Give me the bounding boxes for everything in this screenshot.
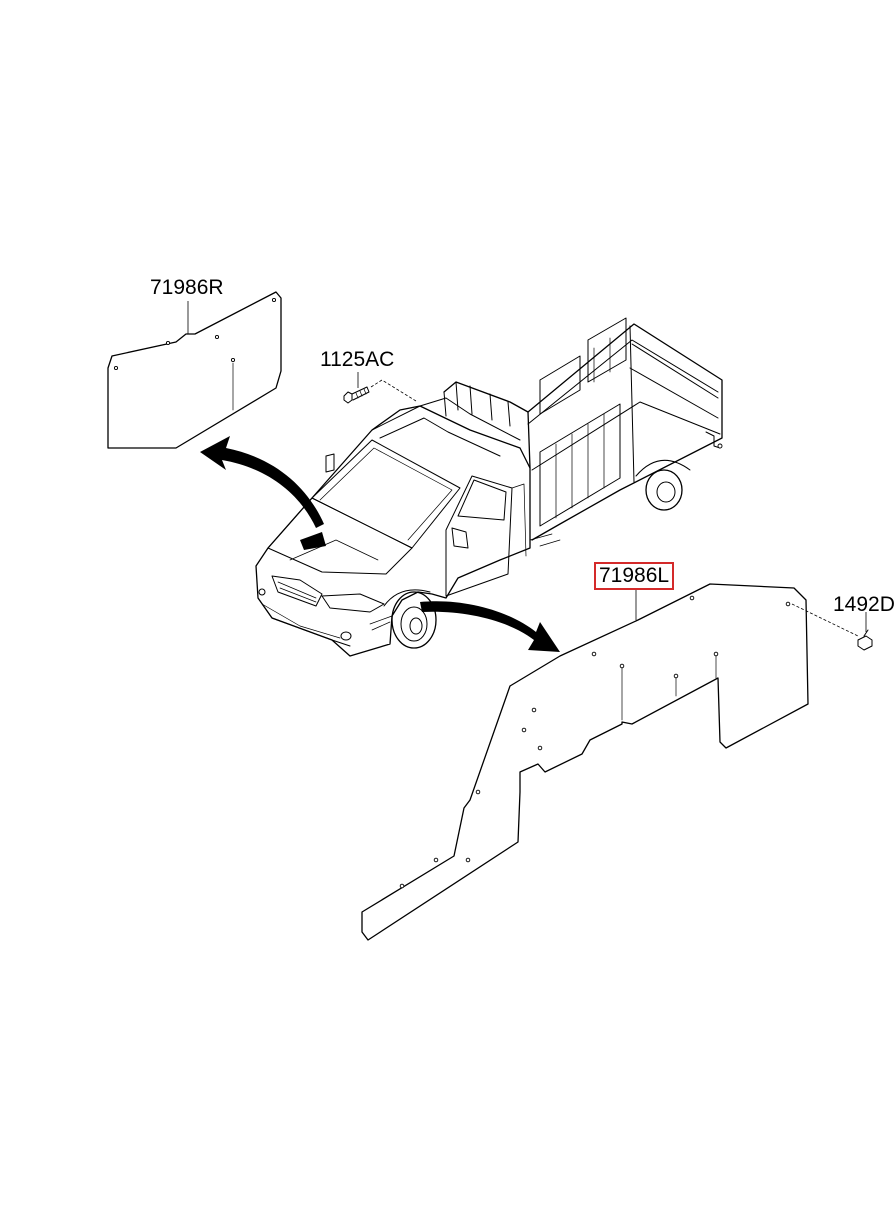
- arrow-to-71986l: [420, 601, 560, 652]
- part-label-71986r[interactable]: 71986R: [150, 276, 224, 299]
- bolt-1125ac[interactable]: [343, 372, 417, 404]
- cover-panel-71986l[interactable]: [361, 583, 809, 941]
- cover-panel-71986r[interactable]: [107, 291, 282, 449]
- clip-1492d[interactable]: [791, 603, 873, 651]
- part-label-1492d[interactable]: 1492D: [833, 593, 895, 616]
- truck-illustration: [255, 317, 723, 657]
- arrow-to-71986r: [200, 436, 326, 550]
- part-label-1125ac[interactable]: 1125AC: [320, 348, 395, 371]
- part-label-71986l[interactable]: 71986L: [594, 562, 675, 590]
